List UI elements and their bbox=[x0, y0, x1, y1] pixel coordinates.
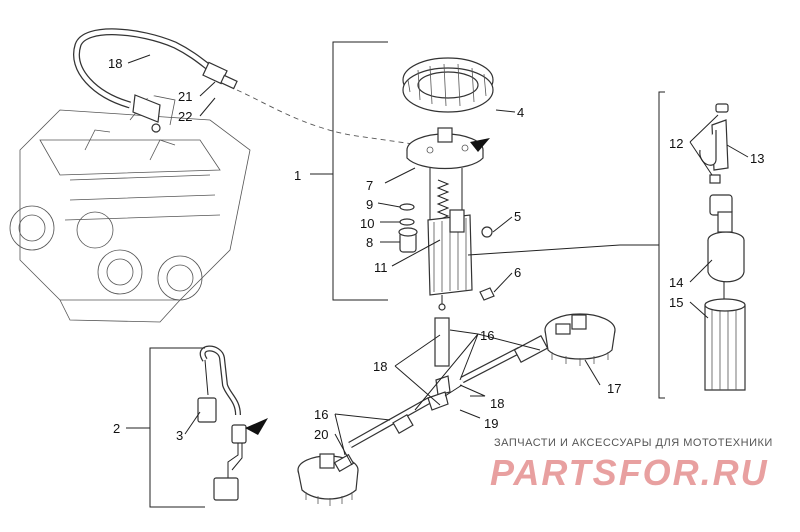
callout-7: 7 bbox=[366, 178, 373, 193]
pump-breakdown bbox=[699, 103, 746, 391]
watermark-tagline: ЗАПЧАСТИ И АКСЕССУАРЫ ДЛЯ МОТОТЕХНИКИ bbox=[494, 437, 773, 449]
callout-4: 4 bbox=[517, 105, 524, 120]
callout-19: 19 bbox=[484, 416, 498, 431]
callout-16a: 16 bbox=[480, 328, 494, 343]
callout-9: 9 bbox=[366, 197, 373, 212]
callout-13: 13 bbox=[750, 151, 764, 166]
callout-5: 5 bbox=[514, 209, 521, 224]
watermark-logo-text: PARTSFOR.RU bbox=[490, 452, 769, 492]
fuel-line-lower bbox=[348, 317, 549, 449]
callout-18a: 18 bbox=[108, 56, 122, 71]
fuel-filter-20 bbox=[297, 453, 359, 506]
fuel-pump-assembly bbox=[398, 57, 495, 311]
fuel-line-upper bbox=[73, 28, 238, 133]
callout-6: 6 bbox=[514, 265, 521, 280]
watermark-logo: PARTSFOR.RU bbox=[490, 452, 769, 492]
direction-arrow-icon bbox=[470, 138, 490, 152]
callout-15: 15 bbox=[669, 295, 683, 310]
callout-18c: 18 bbox=[490, 396, 504, 411]
routing-dashed-line bbox=[236, 89, 421, 146]
callout-2: 2 bbox=[113, 421, 120, 436]
callout-16b: 16 bbox=[314, 407, 328, 422]
callout-3: 3 bbox=[176, 428, 183, 443]
throttle-body-illustration bbox=[9, 94, 251, 323]
callout-11: 11 bbox=[374, 260, 388, 275]
direction-arrow-icon bbox=[245, 418, 268, 435]
callout-18b: 18 bbox=[373, 359, 387, 374]
callout-22: 22 bbox=[178, 109, 192, 124]
callout-1: 1 bbox=[294, 168, 301, 183]
callout-12: 12 bbox=[669, 136, 683, 151]
fuel-filter-17 bbox=[544, 313, 616, 366]
callout-14: 14 bbox=[669, 275, 683, 290]
callout-10: 10 bbox=[360, 216, 374, 231]
callout-20: 20 bbox=[314, 427, 328, 442]
callout-8: 8 bbox=[366, 235, 373, 250]
callout-21: 21 bbox=[178, 89, 192, 104]
callout-labels: 1 2 3 4 5 6 7 8 9 10 11 12 13 14 15 16 1… bbox=[108, 56, 764, 443]
callout-17: 17 bbox=[607, 381, 621, 396]
wire-harness bbox=[197, 345, 268, 501]
